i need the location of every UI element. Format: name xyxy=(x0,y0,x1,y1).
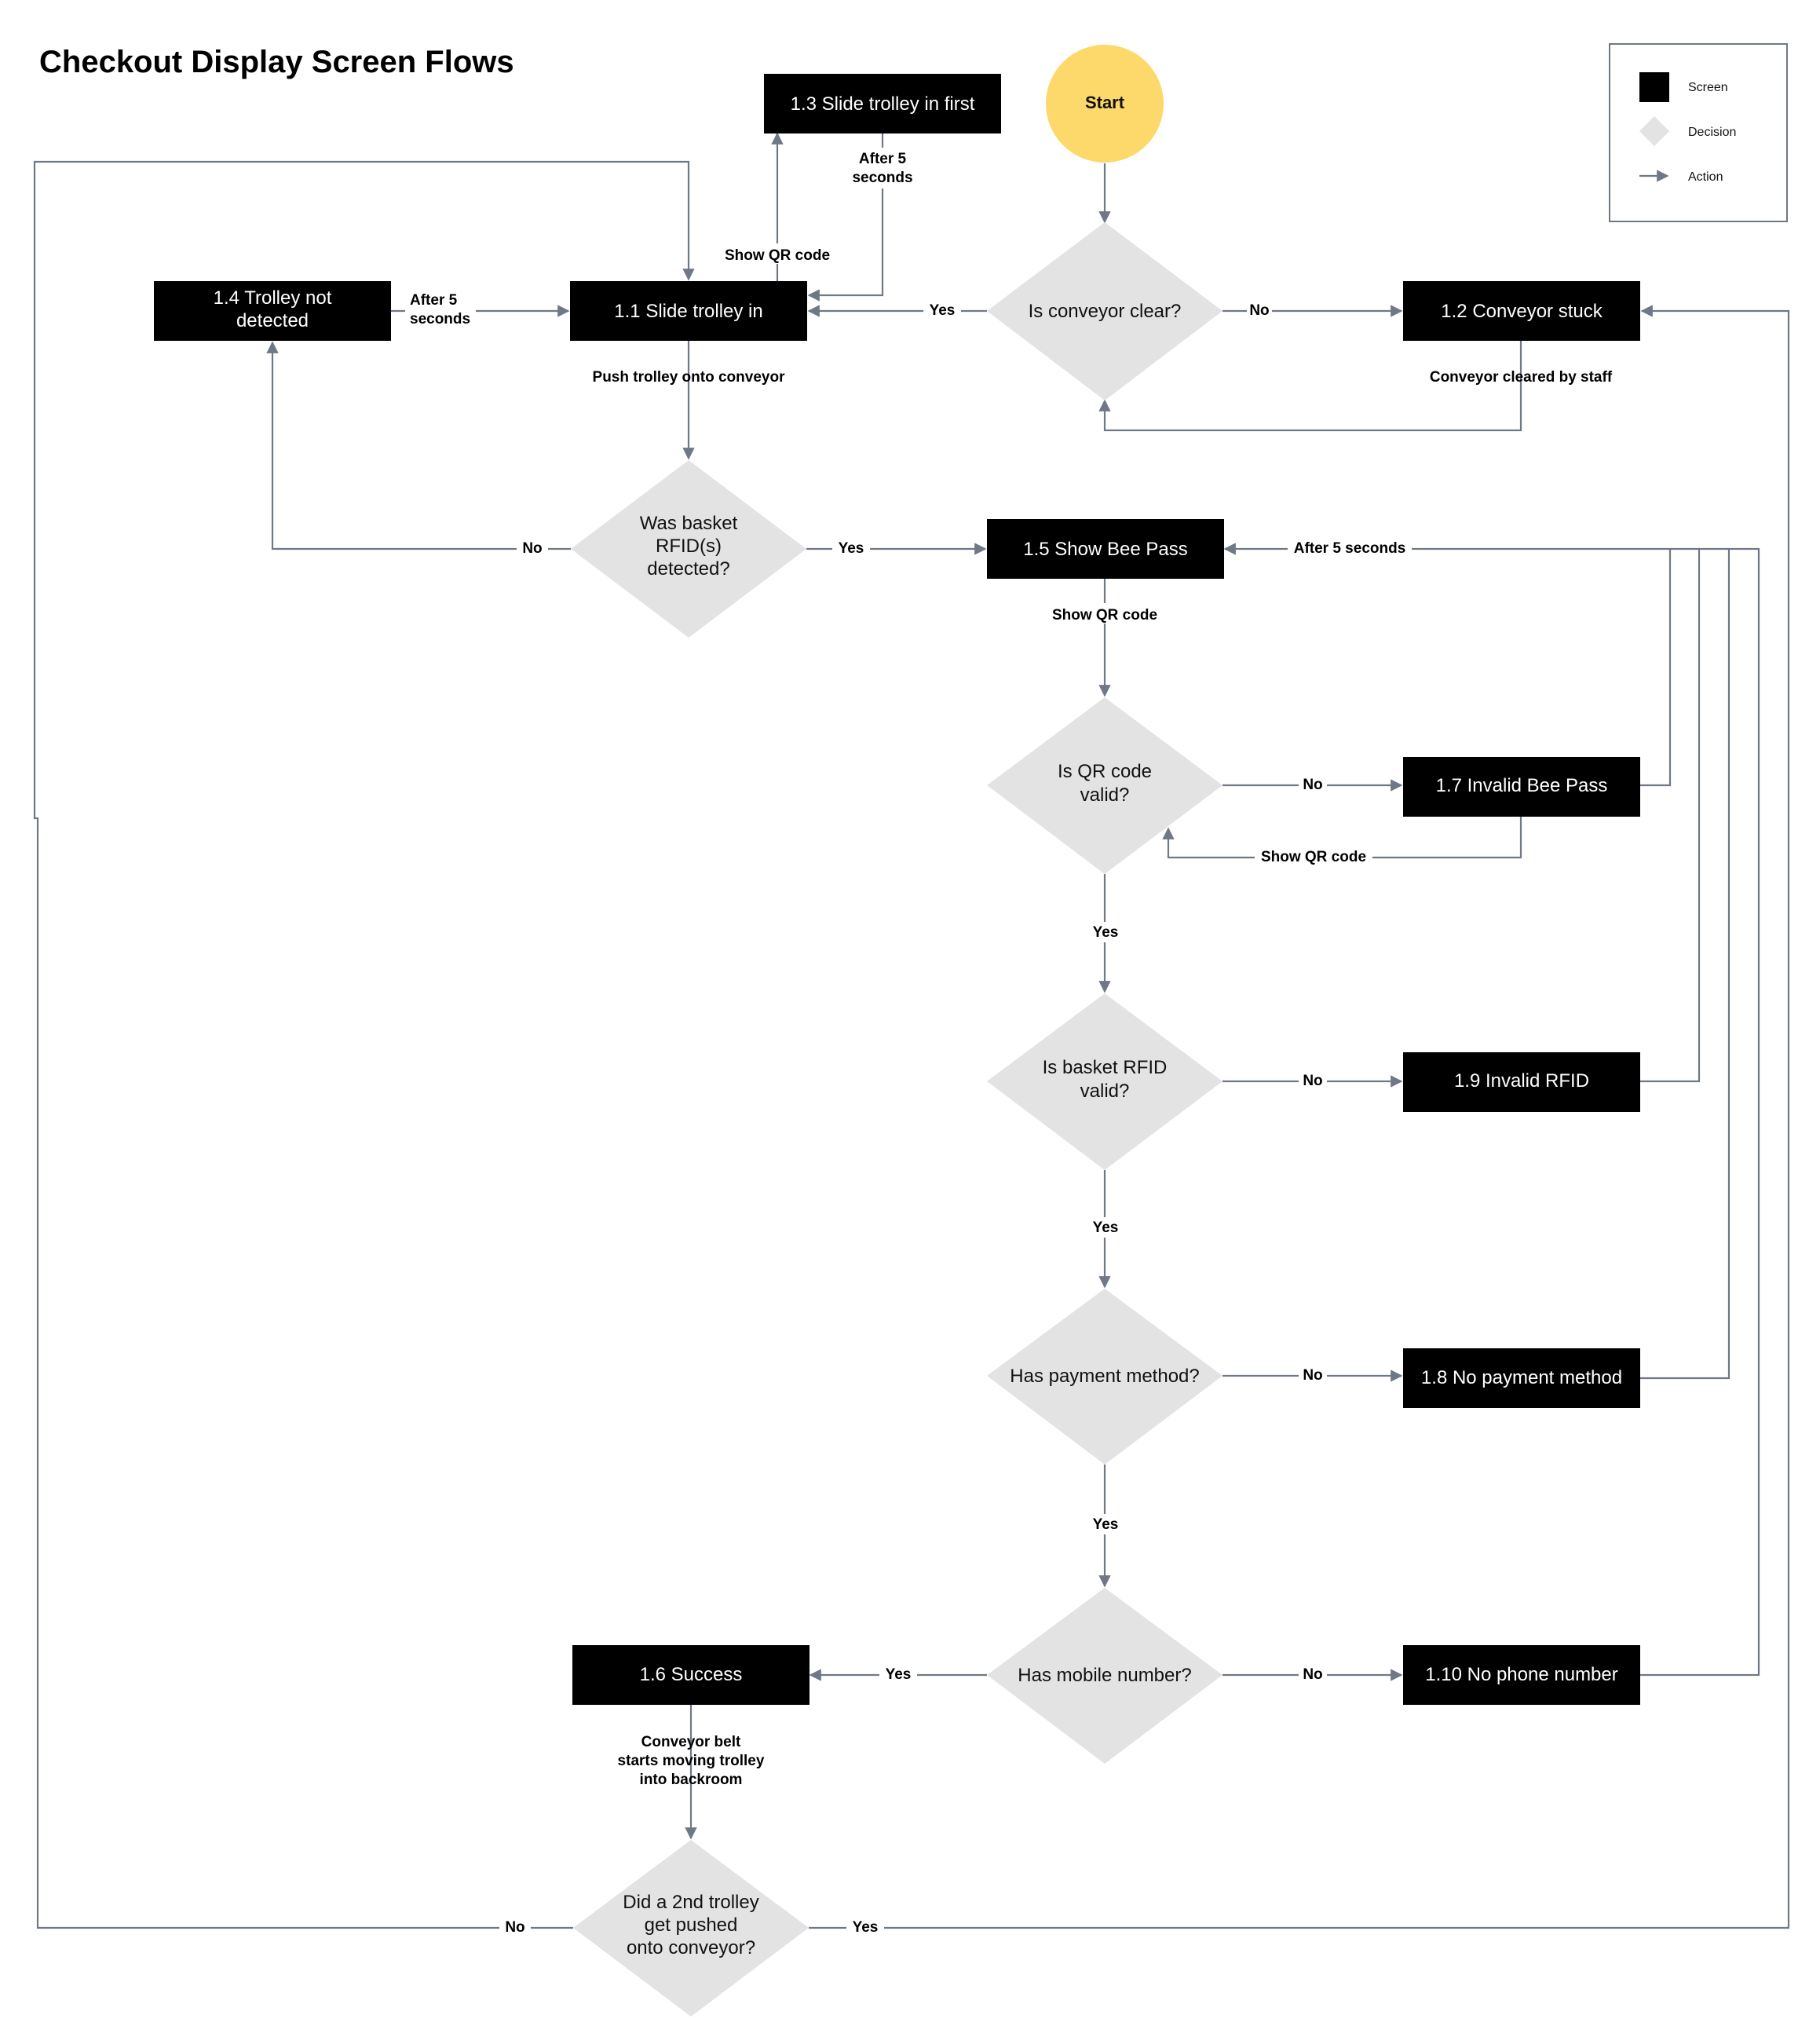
edge-label-after5-bee: After 5 seconds xyxy=(1294,540,1406,557)
edge-invalid-bee-return xyxy=(1640,549,1672,787)
edge-no-phone-return xyxy=(1223,543,1760,1677)
start-label: Start xyxy=(1085,93,1125,112)
screen-slide-trolley-in: 1.1 Slide trolley in xyxy=(570,281,807,341)
legend-action-label: Action xyxy=(1688,170,1723,184)
screen-conveyor-stuck-label: 1.2 Conveyor stuck xyxy=(1441,301,1603,322)
screen-slide-trolley-first-label: 1.3 Slide trolley in first xyxy=(791,93,975,115)
edge-label-rfid-no: No xyxy=(522,540,542,557)
screen-success-label: 1.6 Success xyxy=(640,1664,743,1685)
edge-label-show-qr-invalid: Show QR code xyxy=(1261,849,1366,865)
edge-label-second-no: No xyxy=(505,1919,524,1936)
edge-label-cleared-by-staff: Conveyor cleared by staff xyxy=(1430,369,1613,386)
decision-has-mobile-label: Has mobile number? xyxy=(1018,1665,1191,1686)
edge-label-qr-no: No xyxy=(1303,777,1322,793)
edge-label-clear-yes: Yes xyxy=(930,302,956,319)
screen-no-phone-label: 1.10 No phone number xyxy=(1425,1664,1618,1685)
edge-rfid-no xyxy=(266,341,571,550)
screen-no-payment: 1.8 No payment method xyxy=(1403,1348,1640,1408)
screen-slide-trolley-in-label: 1.1 Slide trolley in xyxy=(614,301,762,322)
edge-label-payment-no: No xyxy=(1303,1367,1322,1384)
start-circle xyxy=(1046,45,1164,163)
decision-has-mobile: Has mobile number? xyxy=(987,1588,1222,1764)
edge-label-rfid-valid-yes: Yes xyxy=(1093,1220,1119,1236)
edge-label-mobile-yes: Yes xyxy=(886,1666,912,1683)
legend-screen-swatch xyxy=(1639,72,1669,102)
legend-box xyxy=(1609,43,1788,222)
decision-has-payment-label: Has payment method? xyxy=(1010,1366,1199,1387)
legend-decision-label: Decision xyxy=(1688,126,1736,139)
legend-decision-swatch xyxy=(1639,116,1669,146)
screen-success: 1.6 Success xyxy=(572,1645,809,1705)
legend-screen-label: Screen xyxy=(1688,81,1728,94)
screen-no-payment-label: 1.8 No payment method xyxy=(1421,1367,1622,1388)
decision-conveyor-clear: Is conveyor clear? xyxy=(987,222,1222,400)
screen-show-bee-pass-label: 1.5 Show Bee Pass xyxy=(1023,539,1187,560)
edge-label-payment-yes: Yes xyxy=(1093,1516,1119,1533)
screen-show-bee-pass: 1.5 Show Bee Pass xyxy=(987,519,1224,579)
edge-label-show-qr-bee: Show QR code xyxy=(1052,607,1157,624)
screen-invalid-rfid-label: 1.9 Invalid RFID xyxy=(1454,1070,1589,1092)
edge-second-yes xyxy=(809,305,1790,1929)
edge-label-rfid-valid-no: No xyxy=(1303,1073,1322,1089)
edge-invalid-rfid-return xyxy=(1640,549,1701,1083)
screen-slide-trolley-first: 1.3 Slide trolley in first xyxy=(764,74,1001,133)
edge-label-clear-no: No xyxy=(1249,302,1269,319)
edge-label-mobile-no: No xyxy=(1303,1666,1322,1683)
screen-conveyor-stuck: 1.2 Conveyor stuck xyxy=(1403,281,1640,341)
page-title: Checkout Display Screen Flows xyxy=(39,45,514,79)
screen-invalid-rfid: 1.9 Invalid RFID xyxy=(1403,1052,1640,1112)
start-node: Start xyxy=(1046,45,1164,163)
edge-second-no xyxy=(33,160,695,1929)
edge-label-push-trolley: Push trolley onto conveyor xyxy=(593,369,786,386)
screen-invalid-bee-pass: 1.7 Invalid Bee Pass xyxy=(1403,757,1640,817)
edge-label-second-yes: Yes xyxy=(853,1919,879,1936)
edge-label-show-qr-top: Show QR code xyxy=(725,247,830,264)
edge-cleared-by-staff xyxy=(1098,341,1522,432)
screen-no-phone: 1.10 No phone number xyxy=(1403,1645,1640,1705)
decision-has-payment: Has payment method? xyxy=(987,1289,1222,1465)
legend: Screen Decision Action xyxy=(1609,43,1788,222)
screen-invalid-bee-pass-label: 1.7 Invalid Bee Pass xyxy=(1436,775,1608,796)
decision-conveyor-clear-label: Is conveyor clear? xyxy=(1029,301,1182,322)
edge-label-qr-yes: Yes xyxy=(1093,924,1119,941)
edge-label-rfid-yes: Yes xyxy=(839,540,864,557)
edge-no-payment-return xyxy=(1640,549,1730,1380)
